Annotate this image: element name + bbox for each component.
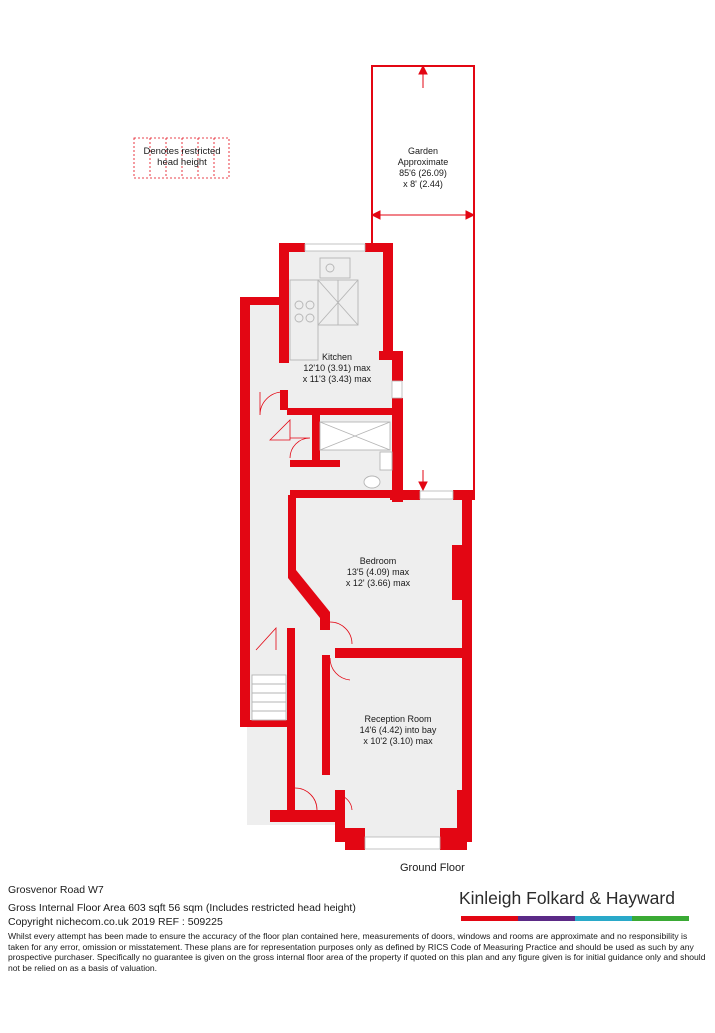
windows bbox=[304, 243, 454, 850]
logo-stripe-purple bbox=[518, 916, 575, 921]
room-kitchen-line-2: x 11'3 (3.43) max bbox=[303, 374, 372, 384]
floor-plan: Garden Approximate 85'6 (26.09) x 8' (2.… bbox=[133, 64, 476, 850]
logo-stripe-blue bbox=[575, 916, 632, 921]
room-garden-line-3: x 8' (2.44) bbox=[403, 179, 443, 189]
room-bedroom-line-1: 13'5 (4.09) max bbox=[347, 567, 410, 577]
room-kitchen-name: Kitchen bbox=[322, 352, 352, 362]
disclaimer-text: Whilst every attempt has been made to en… bbox=[8, 931, 706, 973]
logo-stripe-green bbox=[632, 916, 689, 921]
kitchen-fixtures bbox=[289, 257, 359, 361]
bathroom-fixtures bbox=[319, 421, 393, 489]
logo-stripe-red bbox=[461, 916, 518, 921]
stairs bbox=[251, 674, 287, 721]
room-labels: Garden Approximate 85'6 (26.09) x 8' (2.… bbox=[303, 146, 449, 746]
room-bedroom-line-2: x 12' (3.66) max bbox=[346, 578, 411, 588]
room-garden-name: Garden bbox=[408, 146, 438, 156]
door-swings bbox=[255, 391, 353, 811]
room-reception-line-1: 14'6 (4.42) into bay bbox=[360, 725, 437, 735]
property-address: Grosvenor Road W7 bbox=[8, 884, 104, 896]
room-reception-line-2: x 10'2 (3.10) max bbox=[363, 736, 433, 746]
agency-logo: Kinleigh Folkard & Hayward bbox=[459, 888, 675, 908]
walls bbox=[240, 243, 475, 850]
floor-label: Ground Floor bbox=[400, 862, 465, 874]
gross-internal-area: Gross Internal Floor Area 603 sqft 56 sq… bbox=[8, 902, 356, 914]
garden-arrows bbox=[370, 64, 476, 492]
room-bedroom-name: Bedroom bbox=[360, 556, 397, 566]
room-garden-line-2: 85'6 (26.09) bbox=[399, 168, 447, 178]
room-garden-line-1: Approximate bbox=[398, 157, 449, 167]
copyright-ref: Copyright nichecom.co.uk 2019 REF : 5092… bbox=[8, 916, 223, 928]
room-reception-name: Reception Room bbox=[364, 714, 431, 724]
restricted-head-height-legend-swatch bbox=[133, 137, 230, 179]
legend-label: Denotes restricted head height bbox=[143, 146, 221, 168]
room-kitchen-line-1: 12'10 (3.91) max bbox=[303, 363, 371, 373]
